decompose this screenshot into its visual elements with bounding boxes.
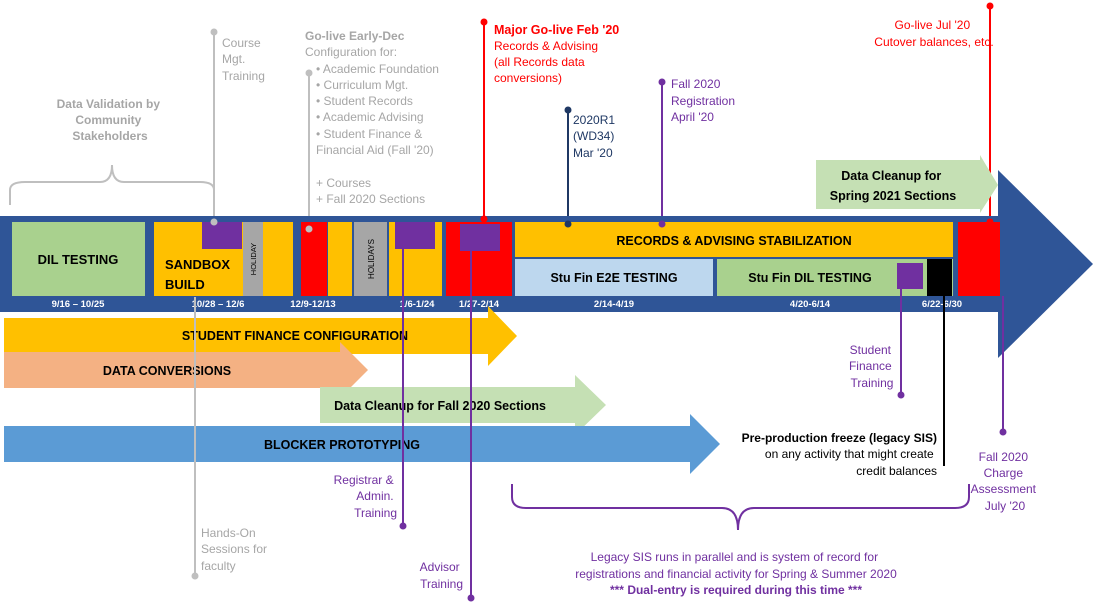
date-label: 9/16 – 10/25 xyxy=(52,299,106,310)
dual-entry-note: *** Dual-entry is required during this t… xyxy=(610,583,862,597)
data-validation-note: Data Validation by Community Stakeholder… xyxy=(57,97,164,143)
sandbox-box-tail xyxy=(263,222,293,296)
feb-marker xyxy=(460,224,500,251)
blocker-label: BLOCKER PROTOTYPING xyxy=(264,438,420,452)
golive-jul-dot-top xyxy=(986,2,994,10)
jan-marker xyxy=(395,222,435,249)
sandbox-label: SANDBOX BUILD xyxy=(165,257,234,292)
major-golive-dot-bottom xyxy=(480,215,488,223)
jul-golive-box xyxy=(958,222,1000,296)
validation-brace xyxy=(9,164,215,215)
cleanup-spring-arrow xyxy=(816,155,998,213)
sandbox-marker xyxy=(202,222,242,249)
date-label: 2/14-4/19 xyxy=(594,299,634,310)
date-label: 10/28 – 12/6 xyxy=(192,299,245,310)
dil-testing-label: DIL TESTING xyxy=(38,252,119,267)
registrar-dot xyxy=(399,522,407,530)
stufin-dil-marker xyxy=(897,263,923,289)
golive-jul-note: Go-live Jul '20 Cutover balances, etc. xyxy=(874,18,993,49)
holidays-label: HOLIDAYS xyxy=(367,239,376,279)
date-label: 12/9-12/13 xyxy=(290,299,335,310)
golive-jul-dot-bottom xyxy=(986,218,994,226)
major-golive-dot-top xyxy=(480,18,488,26)
r1-dot-top xyxy=(564,106,572,114)
golive-early-list: Configuration for: • Academic Foundation… xyxy=(305,45,442,206)
holidays-box xyxy=(354,222,387,296)
hands-on-note: Hands-On Sessions for faculty xyxy=(201,526,270,573)
cleanup-fall-arrow xyxy=(320,375,606,435)
legacy-brace xyxy=(511,484,970,531)
r1-note: 2020R1 (WD34) Mar '20 xyxy=(573,113,618,160)
legacy-note: Legacy SIS runs in parallel and is syste… xyxy=(575,550,897,581)
freeze-title: Pre-production freeze (legacy SIS) xyxy=(742,431,937,445)
advisor-dot xyxy=(467,594,475,602)
date-label: 6/22-6/30 xyxy=(922,299,962,310)
golive-early-title: Go-live Early-Dec xyxy=(305,29,405,43)
major-golive-lines: Records & Advising (all Records data con… xyxy=(494,39,601,85)
fall-reg-dot-bottom xyxy=(658,220,666,228)
date-label: 4/20-6/14 xyxy=(790,299,831,310)
course-mgt-dot-bottom xyxy=(210,218,218,226)
registrar-note: Registrar & Admin. Training xyxy=(334,473,397,520)
freeze-marker xyxy=(927,259,952,296)
course-mgt-note: Course Mgt. Training xyxy=(222,36,265,83)
fall-charge-dot xyxy=(999,428,1007,436)
r1-dot-bottom xyxy=(564,220,572,228)
advisor-note: Advisor Training xyxy=(420,560,463,591)
dec-orange-box xyxy=(328,222,352,296)
major-golive-title: Major Go-live Feb '20 xyxy=(494,23,619,37)
dil-testing-box xyxy=(12,222,145,296)
dec-golive-box xyxy=(301,222,327,296)
fall-reg-note: Fall 2020 Registration April '20 xyxy=(671,77,738,124)
stufin-dil-label: Stu Fin DIL TESTING xyxy=(748,271,871,285)
sf-training-note: Student Finance Training xyxy=(849,343,895,390)
golive-early-dot-top xyxy=(305,69,313,77)
date-label: 1/6-1/24 xyxy=(400,299,436,310)
course-mgt-dot xyxy=(210,28,218,36)
records-stab-label: RECORDS & ADVISING STABILIZATION xyxy=(616,234,851,248)
data-conversions-arrow xyxy=(4,342,368,398)
stufin-e2e-box xyxy=(515,259,713,296)
records-stab-box xyxy=(515,222,953,257)
timeline-arrowhead xyxy=(998,170,1093,358)
cleanup-fall-label: Data Cleanup for Fall 2020 Sections xyxy=(334,399,546,413)
stu-fin-config-label: STUDENT FINANCE CONFIGURATION xyxy=(182,329,408,343)
holiday-box xyxy=(243,222,263,296)
data-conversions-label: DATA CONVERSIONS xyxy=(103,364,231,378)
freeze-lines: on any activity that might create credit… xyxy=(765,447,937,478)
fall-charge-note: Fall 2020 Charge Assessment July '20 xyxy=(971,450,1040,513)
holiday-label: HOLIDAY xyxy=(249,243,258,275)
sf-training-dot xyxy=(897,391,905,399)
golive-early-dot-bottom xyxy=(305,225,313,233)
stu-fin-config-arrow xyxy=(4,306,517,366)
hands-on-dot xyxy=(191,572,199,580)
cleanup-spring-label: Data Cleanup for Spring 2021 Sections xyxy=(830,169,956,203)
fall-reg-dot-top xyxy=(658,78,666,86)
blocker-arrow xyxy=(4,414,720,474)
stufin-e2e-label: Stu Fin E2E TESTING xyxy=(550,271,677,285)
date-label: 1/27-2/14 xyxy=(459,299,500,310)
